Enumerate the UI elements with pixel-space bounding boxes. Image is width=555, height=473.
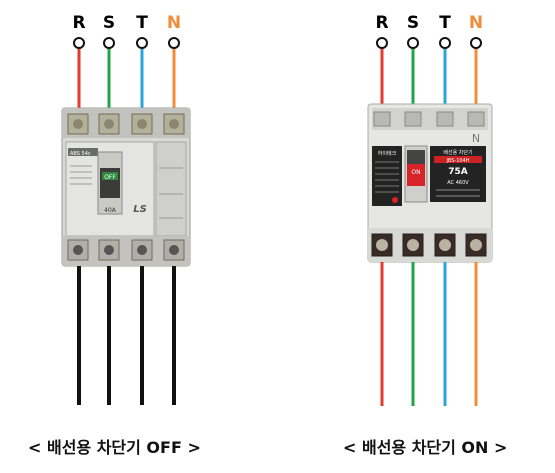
right-breaker-model: JBS-104H xyxy=(445,158,469,164)
right-terminal-label-s: S xyxy=(407,13,419,33)
left-terminal-r xyxy=(73,37,85,49)
right-terminal-label-t: T xyxy=(439,13,451,33)
right-breaker-n-mark: N xyxy=(472,132,480,145)
left-terminal-label-r: R xyxy=(72,13,85,33)
left-breaker-handle-label: OFF xyxy=(104,174,116,181)
right-terminal-label-r: R xyxy=(375,13,388,33)
right-breaker-rating: 75A xyxy=(448,167,468,177)
right-terminal-t xyxy=(439,37,451,49)
right-breaker-on: N 하이테크 ON 배선용 차단기 JBS-104H 75A AC 460V xyxy=(367,103,493,263)
right-breaker-handle xyxy=(407,164,425,186)
right-breaker-title: 배선용 차단기 xyxy=(443,149,472,156)
left-terminal-s xyxy=(103,37,115,49)
right-terminal-r xyxy=(376,37,388,49)
right-caption: < 배선용 차단기 ON > xyxy=(343,438,508,457)
right-breaker-voltage: AC 460V xyxy=(447,180,469,186)
left-caption: < 배선용 차단기 OFF > xyxy=(28,438,201,457)
right-terminal-label-n: N xyxy=(469,13,483,33)
left-breaker-rating: 40A xyxy=(104,207,117,214)
right-breaker-brand: 하이테크 xyxy=(378,150,397,157)
left-diagram: R S T N xyxy=(61,13,191,405)
left-terminal-label-t: T xyxy=(136,13,148,33)
right-terminal-n xyxy=(470,37,482,49)
left-terminal-n xyxy=(168,37,180,49)
left-terminal-t xyxy=(136,37,148,49)
left-breaker-model: ABS 54c xyxy=(70,151,91,157)
left-terminal-label-n: N xyxy=(167,13,181,33)
right-breaker-handle-label: ON xyxy=(411,169,420,176)
left-terminal-label-s: S xyxy=(103,13,115,33)
right-terminal-s xyxy=(407,37,419,49)
left-breaker-off: ABS 54c OFF 40A LS xyxy=(61,107,191,267)
left-breaker-brand: LS xyxy=(133,204,147,215)
right-diagram: R S T N N 하이테크 xyxy=(367,13,493,406)
